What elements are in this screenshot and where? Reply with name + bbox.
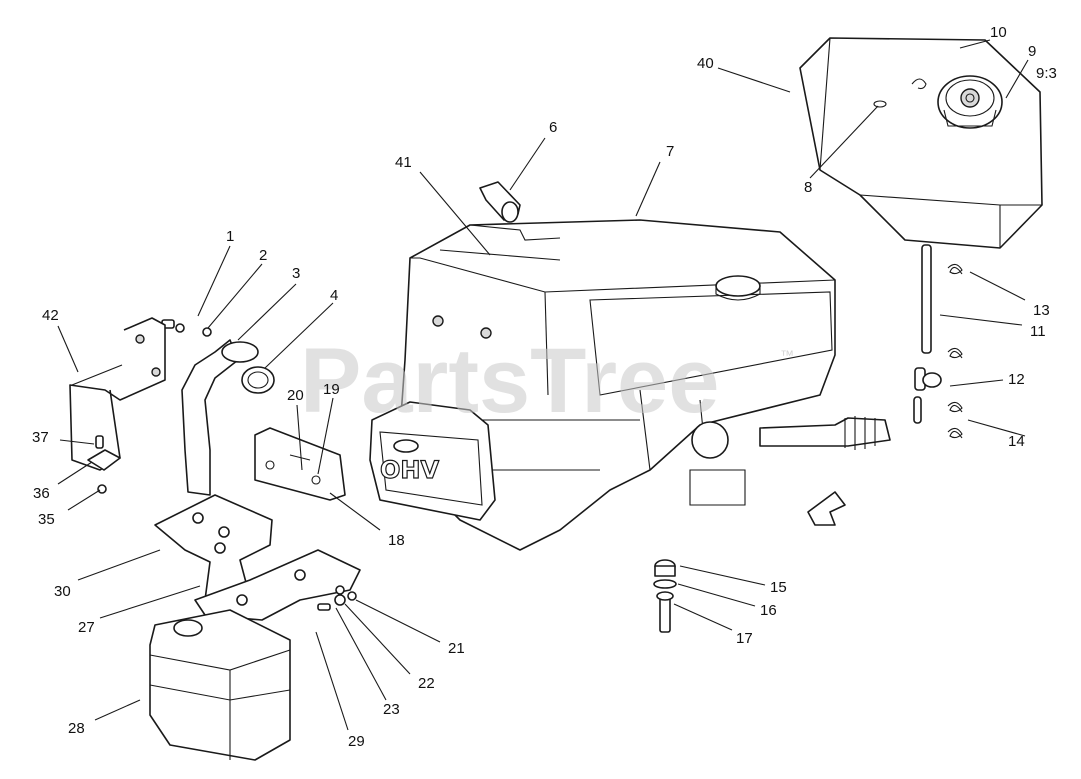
callout-37: 37 (32, 429, 49, 446)
callout-10: 10 (990, 24, 1007, 41)
breather-tube[interactable] (479, 181, 521, 223)
callout-2: 2 (259, 247, 267, 264)
callout-9: 9 (1028, 43, 1036, 60)
callout-4: 4 (330, 287, 338, 304)
muffler-bracket-upper[interactable] (154, 494, 273, 601)
exhaust-deflector[interactable] (254, 427, 346, 501)
ohv-label: OHV (380, 456, 439, 484)
callout-7: 7 (666, 143, 674, 160)
fuel-shutoff-valve[interactable] (914, 367, 942, 391)
fuel-filter-hose (913, 396, 963, 439)
callout-15: 15 (770, 579, 787, 596)
callout-40: 40 (697, 55, 714, 72)
callout-3: 3 (292, 265, 300, 282)
callout-30: 30 (54, 583, 71, 600)
oil-drain-bracket (807, 491, 846, 526)
callout-9-3: 9:3 (1036, 65, 1057, 82)
callout-13: 13 (1033, 302, 1050, 319)
callout-18: 18 (388, 532, 405, 549)
callout-36: 36 (33, 485, 50, 502)
shield-hardware (87, 435, 121, 494)
callout-20: 20 (287, 387, 304, 404)
hose-clamp-upper (947, 263, 963, 275)
fuel-tank[interactable] (799, 37, 1043, 249)
callout-22: 22 (418, 675, 435, 692)
muffler[interactable] (149, 609, 291, 761)
cap-vent-clip (873, 78, 927, 108)
callout-28: 28 (68, 720, 85, 737)
callout-12: 12 (1008, 371, 1025, 388)
callout-11: 11 (1030, 323, 1046, 340)
muffler-hardware (317, 591, 357, 611)
callout-29: 29 (348, 733, 365, 750)
watermark: PartsTree (300, 330, 719, 432)
drain-plug-washer (653, 579, 677, 589)
callout-21: 21 (448, 640, 465, 657)
watermark-trademark: ™ (780, 347, 794, 363)
callout-23: 23 (383, 701, 400, 718)
callout-1: 1 (226, 228, 234, 245)
callout-35: 35 (38, 511, 55, 528)
muffler-heat-shield[interactable] (69, 317, 166, 471)
exhaust-screw (161, 319, 212, 337)
drain-plug-screw[interactable] (656, 591, 674, 633)
engine-block[interactable] (399, 219, 836, 551)
exhaust-elbow[interactable] (181, 339, 259, 496)
fuel-line[interactable] (921, 244, 932, 354)
hose-clamp-lower (947, 347, 963, 359)
callout-27: 27 (78, 619, 95, 636)
callout-17: 17 (736, 630, 753, 647)
callout-8: 8 (804, 179, 812, 196)
callout-41: 41 (395, 154, 412, 171)
callout-19: 19 (323, 381, 340, 398)
fuel-cap[interactable] (943, 109, 997, 127)
drain-plug-cap[interactable] (654, 559, 676, 577)
callout-42: 42 (42, 307, 59, 324)
valve-cover[interactable]: OHV (369, 401, 496, 521)
carburetor-linkage[interactable] (689, 416, 891, 506)
leader-lines (57, 39, 1029, 731)
callout-16: 16 (760, 602, 777, 619)
callout-6: 6 (549, 119, 557, 136)
blower-housing (439, 224, 561, 261)
exhaust-gasket (241, 366, 275, 394)
callout-14: 14 (1008, 433, 1025, 450)
